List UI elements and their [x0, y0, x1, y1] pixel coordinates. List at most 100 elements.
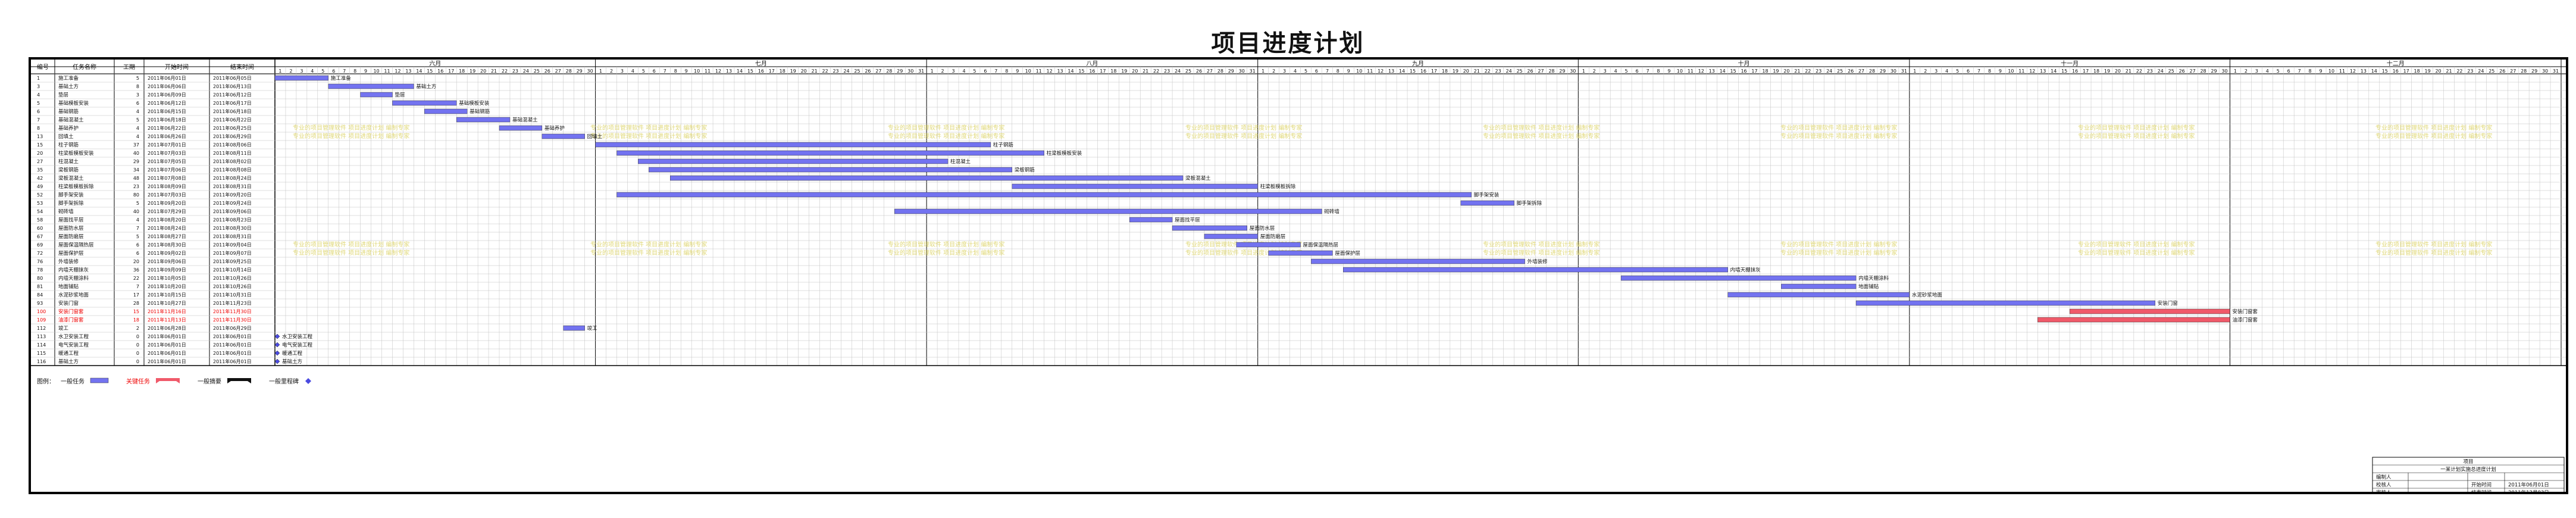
- task-bar[interactable]: [649, 167, 1013, 173]
- milestone-diamond[interactable]: [274, 342, 280, 348]
- task-start: 2011年07月29日: [148, 208, 186, 214]
- day-number: 6: [1315, 68, 1318, 74]
- day-number: 14: [416, 68, 422, 74]
- watermark-text: 专业的项目管理软件 项目进度计划 编制专家: [1185, 124, 1302, 132]
- task-name: 脚手架拆除: [58, 200, 84, 207]
- task-days: 80: [133, 192, 139, 198]
- task-bar[interactable]: [1172, 225, 1247, 231]
- task-days: 2: [136, 326, 139, 331]
- task-id: 60: [37, 226, 43, 231]
- day-number: 4: [962, 68, 965, 74]
- task-start: 2011年06月09日: [148, 92, 186, 98]
- task-bar[interactable]: [1204, 233, 1258, 239]
- task-start: 2011年10月20日: [148, 283, 186, 289]
- task-bar[interactable]: [456, 117, 511, 123]
- task-bar-label: 梁板钢筋: [1015, 167, 1035, 173]
- day-number: 26: [544, 68, 550, 74]
- task-end: 2011年11月23日: [213, 300, 252, 306]
- task-id: 72: [37, 251, 43, 256]
- task-bar-label: 安装门窗: [2158, 300, 2178, 307]
- task-bar[interactable]: [894, 208, 1322, 214]
- day-number: 14: [1068, 68, 1073, 74]
- task-end: 2011年09月06日: [213, 208, 252, 214]
- day-number: 10: [1677, 68, 1683, 74]
- task-bar[interactable]: [1236, 242, 1301, 248]
- day-number: 24: [1175, 68, 1181, 74]
- task-bar[interactable]: [360, 92, 393, 98]
- day-number: 12: [1378, 68, 1384, 74]
- milestone-diamond[interactable]: [274, 358, 280, 364]
- task-bar[interactable]: [328, 83, 414, 89]
- day-number: 8: [1988, 68, 1991, 74]
- legend-swatch: [156, 378, 180, 383]
- task-bar[interactable]: [1620, 275, 1857, 281]
- task-bar[interactable]: [392, 100, 457, 106]
- task-id: 27: [37, 159, 43, 164]
- task-start: 2011年09月09日: [148, 267, 186, 273]
- milestone-diamond[interactable]: [274, 333, 280, 339]
- day-number: 2: [1593, 68, 1596, 74]
- task-id: 109: [37, 317, 46, 323]
- task-days: 22: [133, 276, 139, 281]
- task-bar[interactable]: [2069, 308, 2230, 314]
- task-start: 2011年10月15日: [148, 292, 186, 298]
- task-bar[interactable]: [1343, 267, 1728, 273]
- task-start: 2011年06月01日: [148, 75, 186, 81]
- task-bar[interactable]: [2037, 317, 2230, 323]
- day-number: 18: [1762, 68, 1768, 74]
- task-bar-label: 屋面防水层: [1250, 225, 1275, 232]
- info-cell: 校核人: [2376, 482, 2392, 488]
- day-number: 1: [931, 68, 934, 74]
- legend-item-label: 关键任务: [126, 377, 150, 385]
- day-number: 7: [2298, 68, 2301, 74]
- task-bar[interactable]: [274, 75, 329, 81]
- task-bar[interactable]: [563, 325, 585, 331]
- task-id: 116: [37, 359, 46, 364]
- task-bar[interactable]: [1460, 200, 1514, 206]
- task-end: 2011年11月30日: [213, 308, 252, 314]
- task-bar-label: 回填土: [587, 133, 603, 140]
- task-bar[interactable]: [595, 142, 991, 148]
- task-bar[interactable]: [1727, 292, 1910, 298]
- task-name: 柱梁板模板安装: [58, 150, 94, 157]
- watermark-text: 专业的项目管理软件 项目进度计划 编制专家: [590, 132, 707, 140]
- day-number: 19: [469, 68, 475, 74]
- day-number: 6: [653, 68, 656, 74]
- milestone-diamond[interactable]: [274, 350, 280, 356]
- task-bar[interactable]: [1129, 217, 1173, 223]
- day-number: 10: [1025, 68, 1031, 74]
- task-bar[interactable]: [499, 125, 543, 131]
- task-days: 29: [133, 159, 139, 164]
- task-bar[interactable]: [1855, 300, 2156, 306]
- day-number: 23: [832, 68, 838, 74]
- task-id: 54: [37, 209, 43, 214]
- task-bar[interactable]: [616, 192, 1472, 198]
- task-end: 2011年06月12日: [213, 92, 252, 98]
- day-number: 19: [1453, 68, 1458, 74]
- task-bar[interactable]: [424, 108, 468, 114]
- task-bar[interactable]: [1012, 183, 1258, 189]
- day-number: 6: [332, 68, 335, 74]
- month-header: 八月: [1086, 60, 1098, 67]
- task-bar[interactable]: [638, 158, 949, 164]
- month-header: 七月: [755, 60, 767, 67]
- watermark-text: 专业的项目管理软件 项目进度计划 编制专家: [2078, 241, 2195, 248]
- day-number: 2: [610, 68, 613, 74]
- task-bar[interactable]: [1268, 250, 1333, 256]
- task-bar[interactable]: [1311, 258, 1525, 264]
- day-number: 28: [1548, 68, 1554, 74]
- task-start: 2011年09月06日: [148, 258, 186, 264]
- day-number: 13: [1709, 68, 1715, 74]
- day-number: 13: [1057, 68, 1063, 74]
- day-number: 15: [747, 68, 753, 74]
- day-number: 4: [1614, 68, 1617, 74]
- task-bar[interactable]: [542, 133, 585, 139]
- task-id: 8: [37, 126, 40, 131]
- task-days: 5: [136, 201, 139, 206]
- day-number: 4: [1945, 68, 1948, 74]
- task-bar[interactable]: [670, 175, 1184, 181]
- task-bar[interactable]: [1781, 283, 1857, 289]
- task-bar[interactable]: [616, 150, 1044, 156]
- task-name: 内墙天棚涂料: [58, 275, 89, 282]
- legend-swatch: [305, 378, 311, 384]
